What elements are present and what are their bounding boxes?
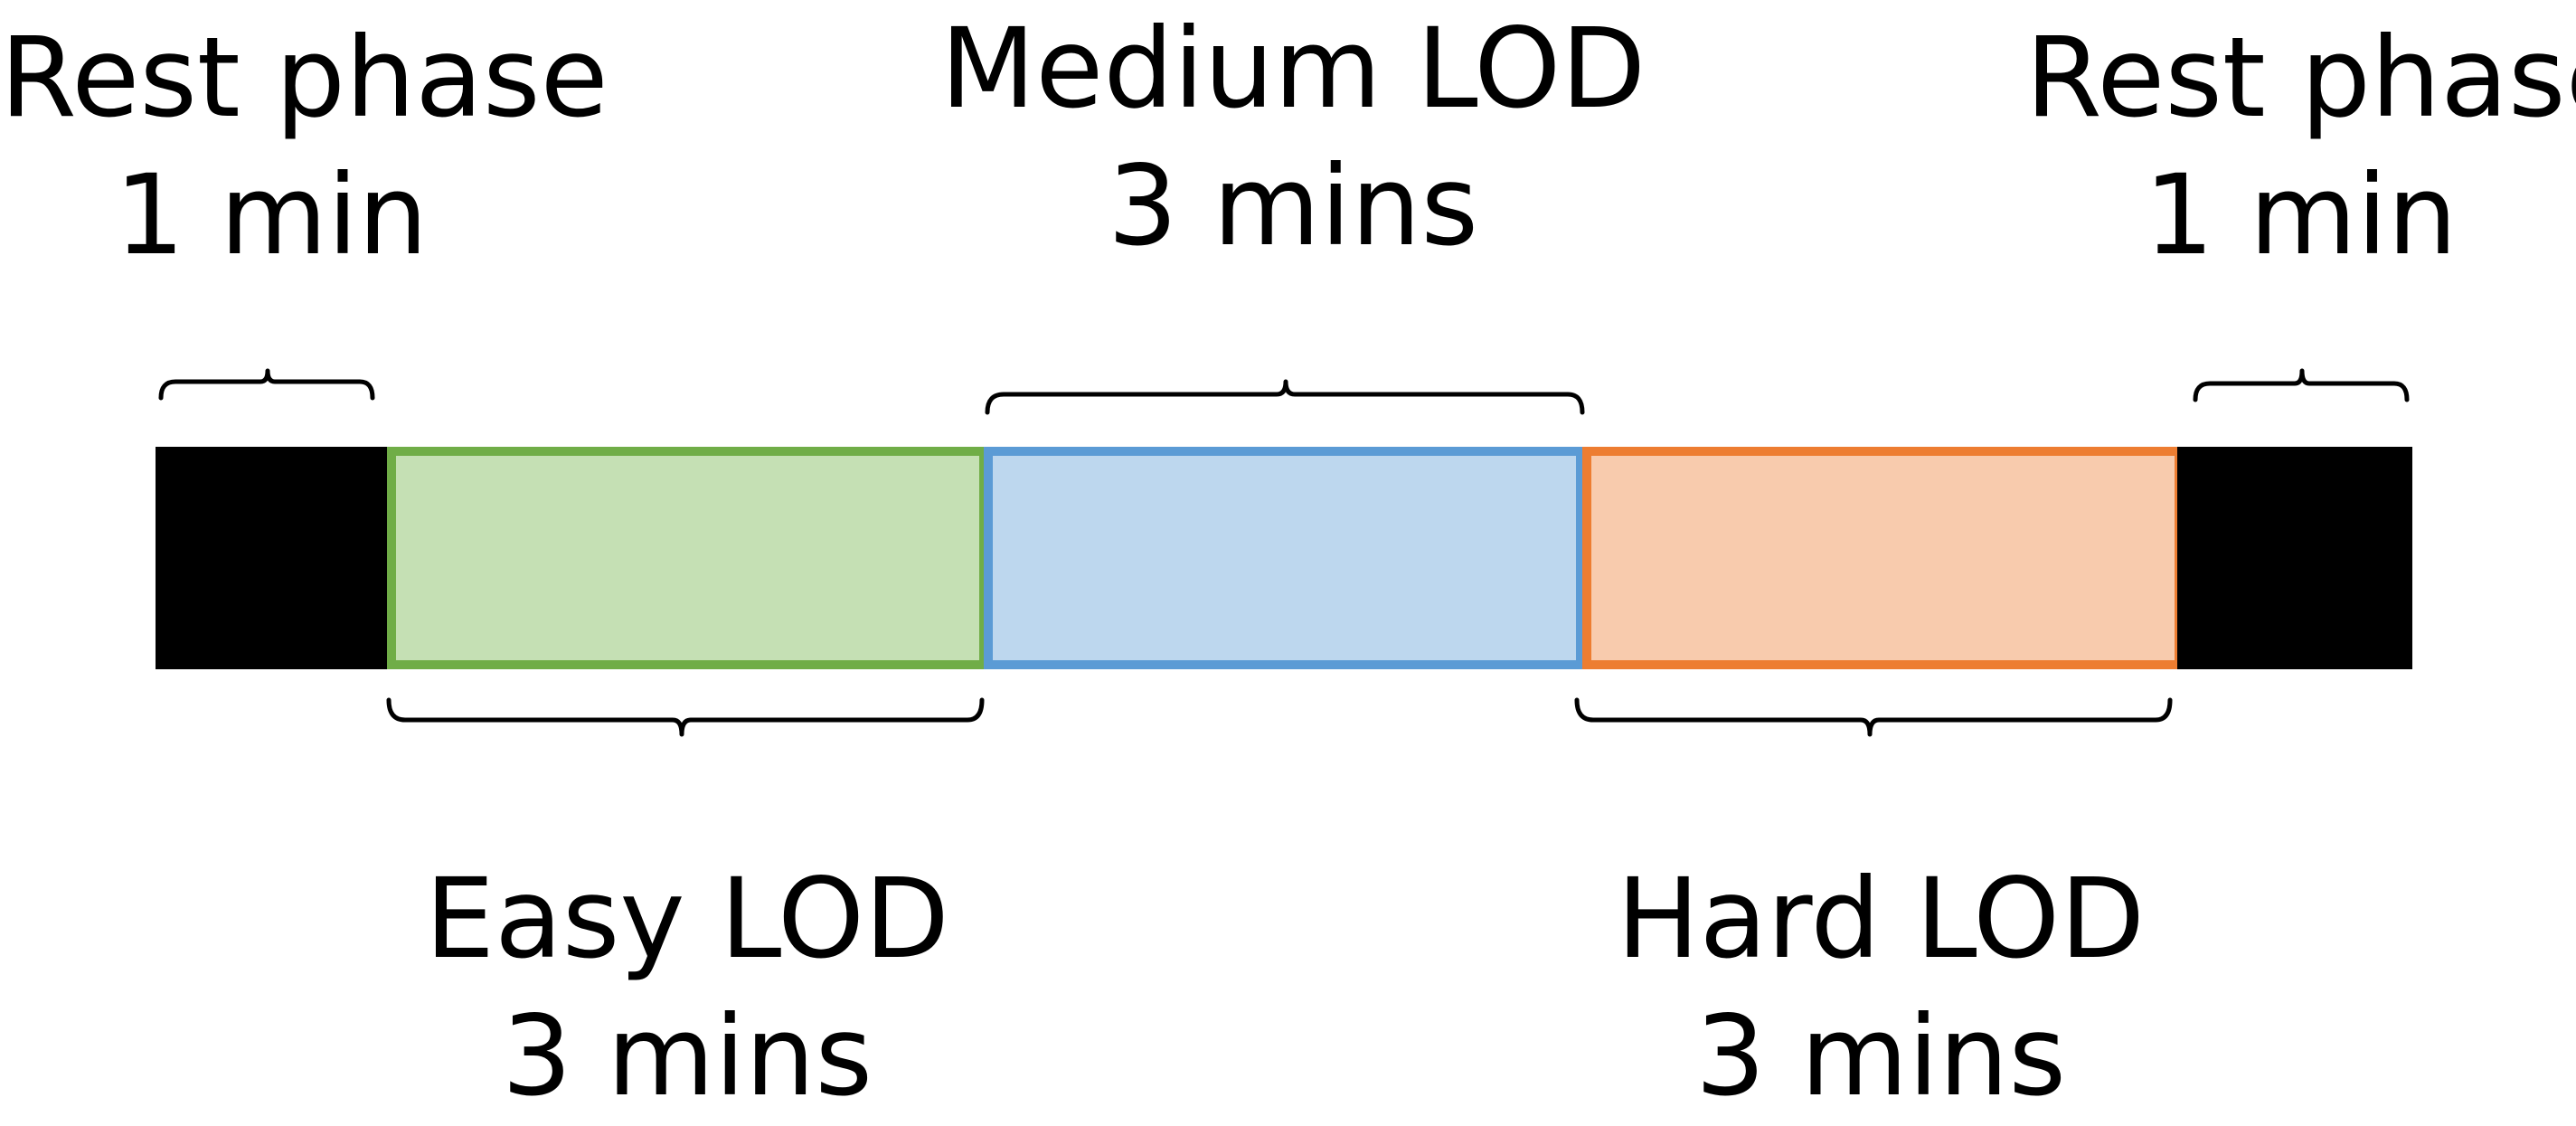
brace-hard [1574, 697, 2173, 737]
brace-rest-start [158, 368, 375, 401]
rest-phase-end-name: Rest phase [2025, 14, 2576, 142]
medium-lod-name: Medium LOD [940, 5, 1647, 133]
brace-rest-end [2193, 368, 2410, 402]
rest-phase-start-duration: 1 min [114, 151, 429, 279]
brace-easy [386, 697, 985, 737]
rest-phase-start-label: Rest phase 1 min [0, 9, 609, 284]
hard-lod-duration: 3 mins [1694, 992, 2067, 1121]
hard-lod-label: Hard LOD 3 mins [1609, 850, 2152, 1125]
easy-lod-label: Easy LOD 3 mins [416, 850, 958, 1125]
rest-phase-end-segment [2177, 447, 2412, 669]
hard-lod-segment [1582, 447, 2184, 669]
easy-lod-name: Easy LOD [425, 855, 949, 983]
rest-phase-end-label: Rest phase 1 min [2025, 9, 2576, 284]
easy-lod-duration: 3 mins [501, 992, 873, 1121]
brace-medium [985, 379, 1585, 415]
medium-lod-segment [984, 447, 1585, 669]
rest-phase-end-duration: 1 min [2144, 151, 2458, 279]
medium-lod-label: Medium LOD 3 mins [940, 0, 1646, 275]
easy-lod-segment [387, 447, 988, 669]
hard-lod-name: Hard LOD [1616, 855, 2146, 983]
rest-phase-start-name: Rest phase [0, 14, 609, 142]
medium-lod-duration: 3 mins [1107, 142, 1479, 270]
rest-phase-start-segment [156, 447, 392, 669]
